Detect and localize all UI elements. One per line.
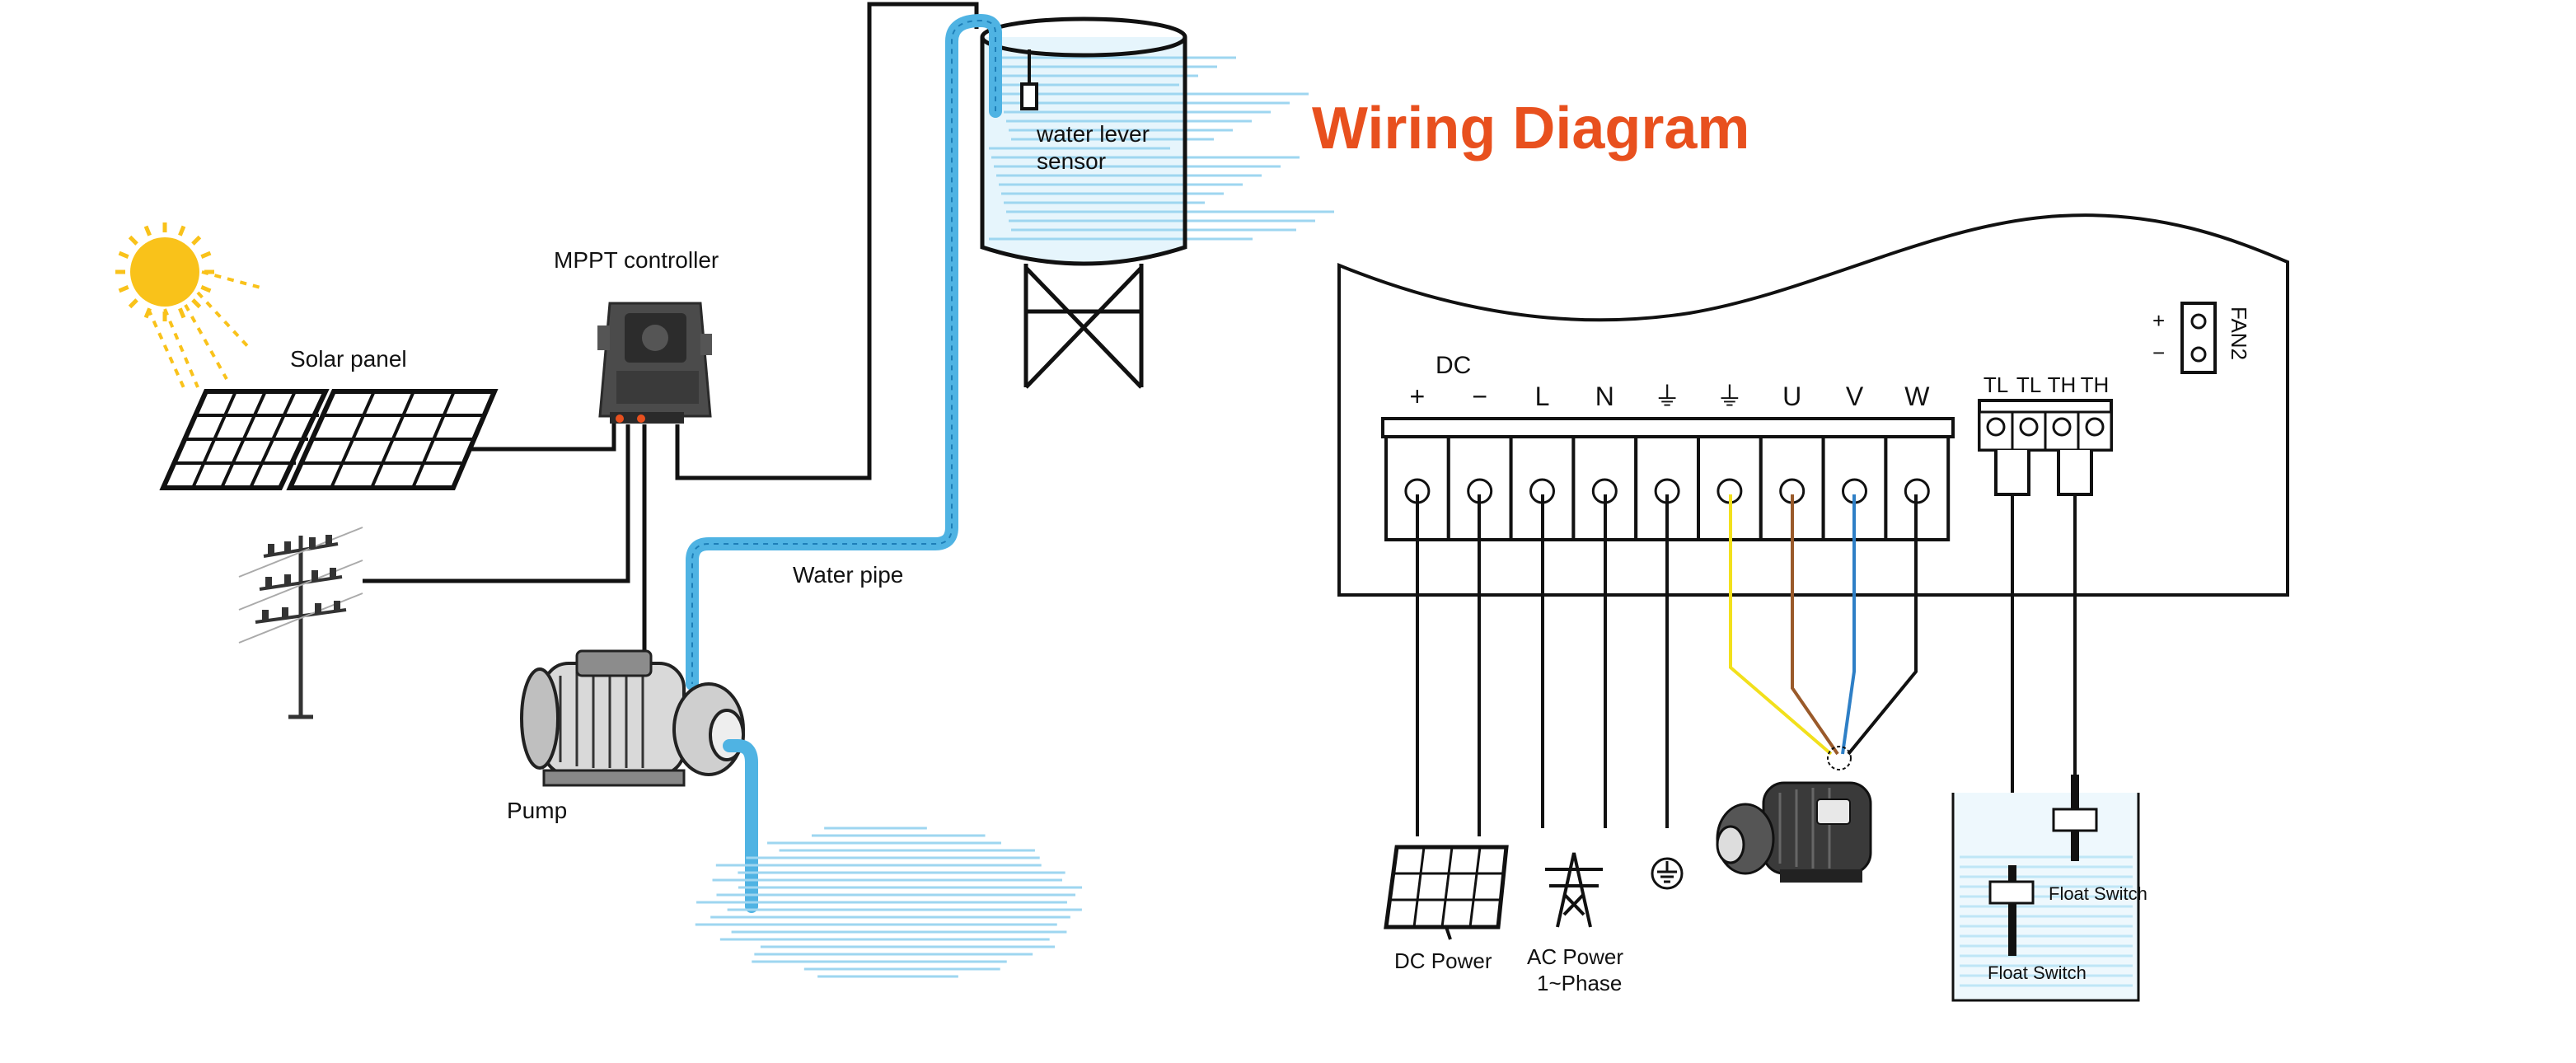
sun-ray <box>200 251 212 259</box>
pump-label: Pump <box>507 798 567 823</box>
terminal-screw-icon <box>2019 417 2039 437</box>
water-source <box>695 827 1083 978</box>
sun-ray <box>128 235 138 246</box>
dc-label: DC <box>1436 352 1471 379</box>
float-switch-upper-label: Float Switch <box>2049 883 2147 904</box>
terminal-label: ⏚ <box>1654 382 1680 411</box>
suction-pipe <box>723 739 758 913</box>
float-switch-icon <box>1988 775 2098 956</box>
ac-power-label-line1: AC Power <box>1527 944 1623 969</box>
terminal-label: + <box>1410 382 1426 411</box>
sensor-terminal-label: TH <box>2081 372 2110 397</box>
terminal-label: V <box>1846 382 1864 411</box>
transmission-tower-icon <box>1545 852 1603 928</box>
sensor-terminal-block <box>1978 399 2113 496</box>
fan-connector <box>2180 302 2217 374</box>
float-switch-tank <box>1951 775 2140 1002</box>
sun-ray <box>191 298 202 309</box>
terminal-screw-icon <box>2052 417 2072 437</box>
controller-icon <box>597 302 712 424</box>
sun-icon <box>115 222 265 392</box>
dc-power-solar-icon <box>1384 845 1509 940</box>
sensor-terminal-label: TH <box>2048 372 2077 397</box>
fan-label: FAN2 <box>2227 307 2251 360</box>
terminal-label: L <box>1535 382 1550 411</box>
terminal-label: ⏚ <box>1717 382 1743 411</box>
sensor-label-line1: water lever <box>1036 121 1150 147</box>
water-tank-icon <box>980 16 1334 389</box>
sun-ray <box>118 251 129 259</box>
fan-plus: + <box>2152 308 2165 333</box>
terminal-screw-icon <box>2085 417 2105 437</box>
terminal-label: W <box>1904 382 1930 411</box>
sensor-terminal-label: TL <box>1984 372 2008 397</box>
sun-ray <box>118 285 129 293</box>
sun-ray <box>178 307 186 319</box>
controller-wires <box>363 2 979 651</box>
sun-ray <box>128 298 138 309</box>
fan-minus: − <box>2152 340 2165 365</box>
controller-label: MPPT controller <box>554 247 719 273</box>
power-pole-icon <box>238 527 363 719</box>
sun-ray <box>143 225 152 236</box>
sensor-label-line2: sensor <box>1037 148 1106 174</box>
solar-panel-icon <box>159 389 499 490</box>
motor-pump-icon <box>1716 746 1872 883</box>
terminal-label: N <box>1595 382 1614 411</box>
sensor-terminal-label: TL <box>2016 372 2041 397</box>
sun-ray <box>200 285 212 293</box>
terminal-label: U <box>1782 382 1801 411</box>
float-switch-lower-label: Float Switch <box>1988 962 2087 983</box>
terminal-label: − <box>1472 382 1487 411</box>
sun-ray <box>191 235 202 246</box>
sun-ray <box>178 225 186 236</box>
pump-icon <box>520 649 745 787</box>
ac-power-label-line2: 1~Phase <box>1537 971 1622 995</box>
terminal-screw-icon <box>1986 417 2006 437</box>
solar-panel-label: Solar panel <box>290 346 407 372</box>
page-title: Wiring Diagram <box>1312 96 1749 162</box>
pipe-label: Water pipe <box>793 562 903 588</box>
output-wires <box>1416 494 2077 948</box>
dc-power-label: DC Power <box>1394 948 1492 973</box>
ground-icon <box>1651 857 1684 890</box>
